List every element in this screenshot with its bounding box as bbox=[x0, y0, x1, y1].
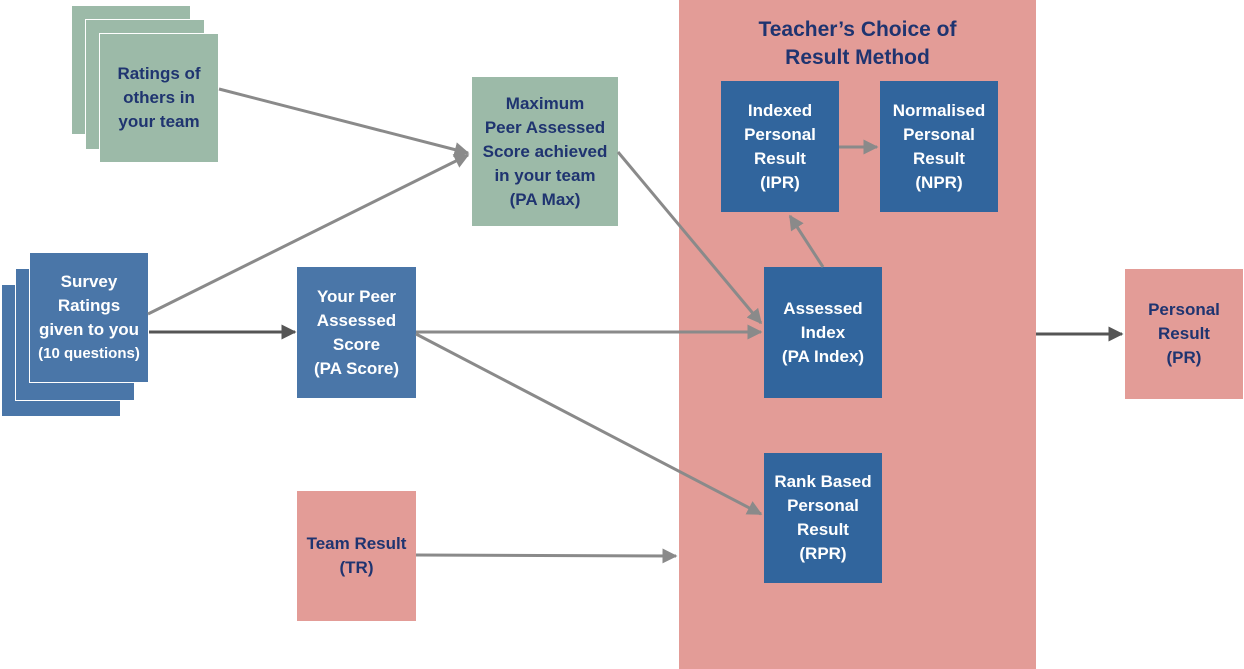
survey-line-4: (10 questions) bbox=[38, 344, 140, 362]
arrow-survey-to-pamax bbox=[147, 153, 470, 316]
survey-line-1: Survey bbox=[60, 271, 118, 291]
pa-index-node: Assessed Index (PA Index) bbox=[764, 267, 882, 398]
npr-line-3: Result bbox=[913, 148, 965, 168]
rpr-line-4: (RPR) bbox=[799, 544, 847, 563]
ratings-others-line-2: others in bbox=[123, 88, 195, 107]
survey-line-2: Ratings bbox=[57, 295, 121, 315]
pa-max-node: Maximum Peer Assessed Score achieved in … bbox=[472, 77, 618, 226]
pa-max-line-5: (PA Max) bbox=[509, 189, 581, 209]
ipr-line-3: Result bbox=[754, 148, 806, 168]
survey-line-3: given to you bbox=[38, 319, 140, 339]
ipr-line-2: Personal bbox=[744, 124, 816, 144]
npr-node: Normalised Personal Result (NPR) bbox=[880, 81, 998, 212]
npr-line-4: (NPR) bbox=[915, 172, 963, 192]
team-result-line-1: Team Result bbox=[306, 534, 407, 553]
pa-max-line-1: Maximum bbox=[505, 93, 585, 113]
rpr-line-3: Result bbox=[797, 520, 849, 539]
pr-line-1: Personal bbox=[1148, 300, 1220, 319]
ipr-line-4: (IPR) bbox=[760, 172, 800, 192]
pa-max-line-3: Score achieved bbox=[482, 141, 608, 161]
arrow-teamresult-to-panel bbox=[415, 548, 678, 564]
survey-ratings-node: Survey Ratings given to you (10 question… bbox=[29, 252, 149, 383]
panel-title: Teacher’s Choice of Result Method bbox=[679, 16, 1036, 72]
panel-title-line-2: Result Method bbox=[785, 46, 930, 69]
arrow-paindex-to-ipr bbox=[788, 214, 825, 268]
pr-line-3: (PR) bbox=[1166, 348, 1202, 367]
personal-result-node: Personal Result (PR) bbox=[1125, 269, 1243, 399]
ipr-line-1: Indexed bbox=[747, 100, 813, 120]
pa-index-line-1: Assessed bbox=[783, 298, 863, 318]
pa-max-line-4: in your team bbox=[494, 165, 596, 185]
ipr-node: Indexed Personal Result (IPR) bbox=[721, 81, 839, 212]
team-result-line-2: (TR) bbox=[339, 558, 374, 577]
pa-score-line-2: Assessed bbox=[316, 310, 397, 330]
ratings-of-others-node: Ratings of others in your team bbox=[99, 33, 219, 163]
arrow-pascore-to-rpr bbox=[415, 332, 763, 516]
arrow-pamax-to-paindex bbox=[616, 151, 763, 325]
ratings-others-line-1: Ratings of bbox=[117, 64, 201, 83]
rpr-line-1: Rank Based bbox=[774, 472, 872, 491]
pa-max-line-2: Peer Assessed bbox=[484, 117, 606, 137]
pr-line-2: Result bbox=[1158, 324, 1210, 343]
pa-score-line-4: (PA Score) bbox=[313, 358, 400, 378]
rpr-line-2: Personal bbox=[787, 496, 859, 515]
team-result-node: Team Result (TR) bbox=[297, 491, 416, 621]
ratings-others-line-3: your team bbox=[118, 112, 200, 131]
pa-index-line-2: Index bbox=[800, 322, 846, 342]
pa-index-line-3: (PA Index) bbox=[781, 346, 865, 366]
arrow-ratings-to-pamax bbox=[218, 87, 470, 157]
pa-score-line-3: Score bbox=[332, 334, 381, 354]
panel-title-line-1: Teacher’s Choice of bbox=[758, 18, 957, 41]
pa-score-node: Your Peer Assessed Score (PA Score) bbox=[297, 267, 416, 398]
pa-score-line-1: Your Peer bbox=[316, 286, 397, 306]
npr-line-1: Normalised bbox=[892, 100, 986, 120]
npr-line-2: Personal bbox=[903, 124, 975, 144]
rpr-node: Rank Based Personal Result (RPR) bbox=[764, 453, 882, 583]
